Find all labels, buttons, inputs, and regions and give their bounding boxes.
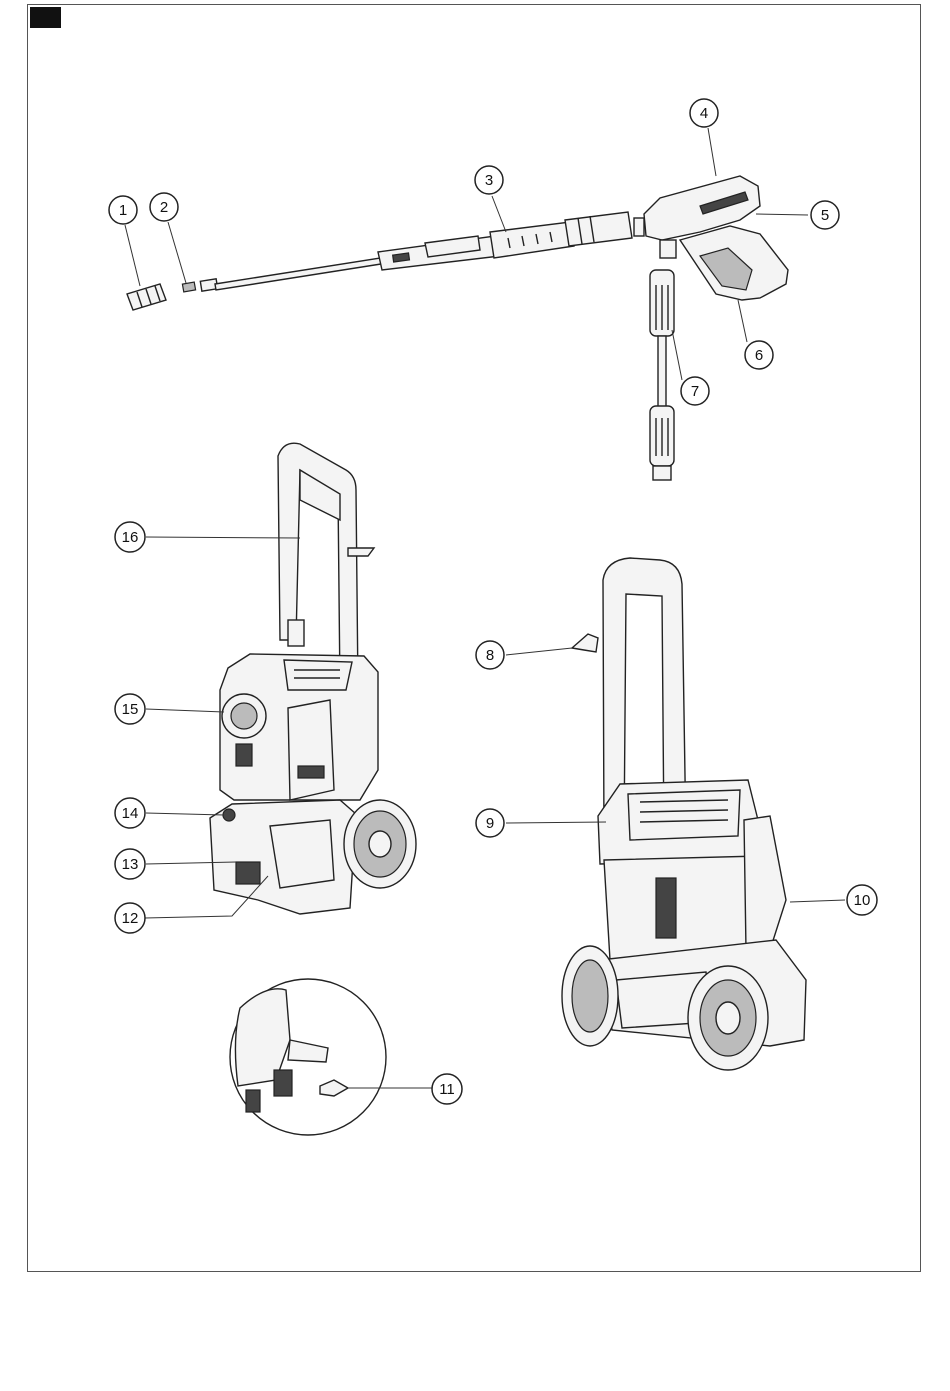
callout-4: 4 [690,99,718,127]
svg-text:9: 9 [486,815,494,832]
callout-14: 14 [115,798,145,828]
inlet-detail-circle [230,979,386,1135]
pressure-washer-rear-view [562,558,806,1070]
nozzle-cap-part [127,284,166,310]
callout-7: 7 [681,377,709,405]
svg-text:3: 3 [485,172,493,189]
svg-text:12: 12 [122,910,139,927]
svg-text:14: 14 [122,805,139,822]
callout-8: 8 [476,641,504,669]
svg-text:5: 5 [821,207,829,224]
pressure-washer-front-view [210,443,416,914]
svg-text:7: 7 [691,383,699,400]
svg-text:16: 16 [122,529,139,546]
callout-10: 10 [847,885,877,915]
hose-part [650,270,674,480]
callout-9: 9 [476,809,504,837]
svg-text:11: 11 [439,1081,455,1098]
svg-text:2: 2 [160,199,168,216]
callout-1: 1 [109,196,137,224]
nozzle-part [182,282,195,292]
callout-3: 3 [475,166,503,194]
svg-text:13: 13 [122,856,139,873]
callout-2: 2 [150,193,178,221]
callout-6: 6 [745,341,773,369]
callout-12: 12 [115,903,145,933]
lance-part [200,212,632,291]
callout-16: 16 [115,522,145,552]
callout-11: 11 [432,1074,462,1104]
svg-text:15: 15 [122,701,139,718]
svg-text:6: 6 [755,347,763,364]
callout-5: 5 [811,201,839,229]
callout-13: 13 [115,849,145,879]
svg-text:8: 8 [486,647,494,664]
svg-text:10: 10 [854,892,871,909]
svg-text:1: 1 [119,202,127,219]
svg-text:4: 4 [700,105,708,122]
callout-15: 15 [115,694,145,724]
